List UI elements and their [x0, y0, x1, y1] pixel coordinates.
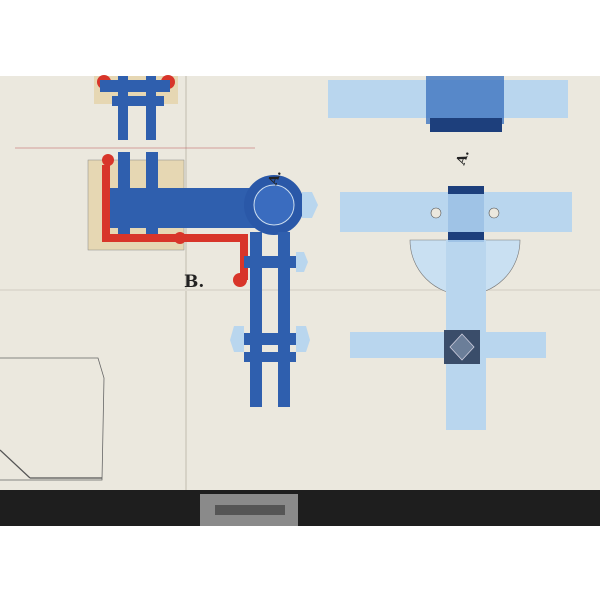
red-rivet: [233, 273, 247, 287]
blue-bar: [244, 333, 296, 345]
blue-bar: [244, 256, 296, 268]
label-b: B.: [184, 272, 205, 292]
blue-bar-long: [108, 188, 258, 228]
blue-ring-inner: [253, 184, 295, 226]
blue-strap: [278, 232, 290, 407]
background-bottom: [0, 526, 600, 600]
blue-strap: [250, 232, 262, 407]
pencil-outline: [0, 357, 105, 481]
pencil-hatch: [0, 449, 102, 479]
red-rivet: [102, 154, 114, 166]
dark-blue-cap: [430, 118, 502, 132]
light-blue-tip: [296, 326, 310, 352]
blue-bar: [112, 96, 164, 106]
light-blue-tip: [230, 326, 244, 352]
hole: [430, 207, 442, 219]
bolt-diamond: [449, 333, 475, 361]
blue-bar: [244, 352, 296, 362]
dark-blue-cap: [448, 232, 484, 240]
blue-strap: [146, 76, 156, 140]
hole: [488, 207, 500, 219]
stand-device-slot: [215, 505, 285, 515]
background-top: [0, 0, 600, 76]
light-blue-tip: [302, 192, 318, 218]
red-rivet: [174, 232, 186, 244]
light-blue-tip: [296, 252, 308, 272]
blue-bar: [100, 80, 170, 92]
dark-blue-cap: [448, 186, 484, 194]
dark-frame-bottom: [0, 490, 600, 526]
blue-strap: [118, 76, 128, 140]
dark-blue-block: [426, 76, 504, 124]
paper-sheet: [0, 76, 600, 492]
